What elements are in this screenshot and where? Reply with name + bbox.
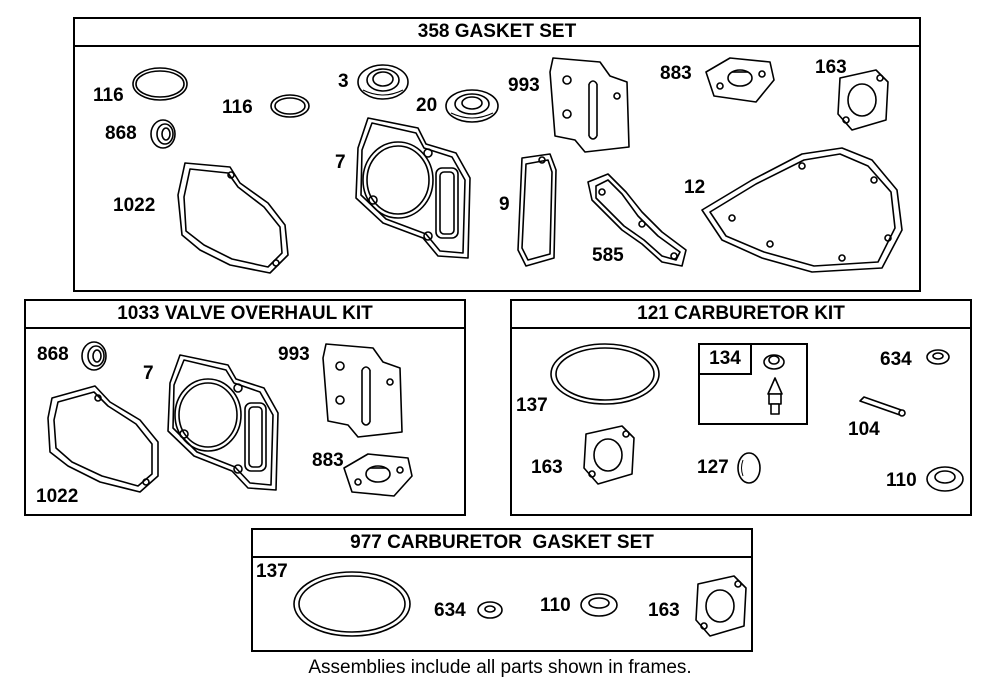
footer-note: Assemblies include all parts shown in fr… [308,657,692,678]
part-label-993: 993 [278,344,310,365]
part-label-116a: 116 [93,85,124,106]
part-label-993: 993 [508,75,540,96]
o-ring-116-large [132,67,188,101]
cover-gasket-1022 [47,385,159,493]
oil-seal-20 [445,89,499,123]
part-label-868: 868 [105,123,137,144]
gasket-set-frame: 358 GASKET SET [73,17,921,292]
needle-valve-seat [763,354,785,370]
pin-104 [859,396,906,417]
washer-634 [477,601,503,619]
washer-110 [926,466,964,492]
part-label-585: 585 [592,245,624,266]
carburetor-plate-883 [705,57,775,103]
part-label-20: 20 [416,95,438,116]
part-label-883: 883 [312,450,344,471]
part-label-868: 868 [37,344,69,365]
o-ring-137 [550,343,660,405]
part-label-110: 110 [540,595,571,616]
part-label-7: 7 [335,152,346,173]
part-label-163: 163 [648,600,680,621]
valve-seal-868 [150,119,176,149]
part-label-127: 127 [697,457,729,478]
part-label-137: 137 [256,561,288,582]
o-ring-137 [293,571,411,637]
carburetor-gasket-163 [583,425,635,485]
part-label-110: 110 [886,470,917,491]
part-label-163: 163 [815,57,847,78]
needle-valve-kit-box: 134 [698,343,808,425]
part-label-3: 3 [338,71,349,92]
part-label-116b: 116 [222,97,253,118]
carburetor-kit-title: 121 CARBURETOR KIT [512,301,970,329]
part-label-163: 163 [531,457,563,478]
needle-valve [767,377,783,415]
head-gasket-7 [167,354,279,491]
gasket-set-title: 358 GASKET SET [75,19,919,47]
needle-valve-kit-tag: 134 [700,345,752,375]
intake-gasket-585 [587,173,687,267]
part-label-9: 9 [499,194,510,215]
part-label-1022: 1022 [36,486,79,507]
part-label-104: 104 [848,419,880,440]
valve-cover-gasket-9 [517,153,557,267]
cover-gasket-1022 [177,162,289,274]
part-label-12: 12 [684,177,706,198]
part-label-7: 7 [143,363,154,384]
part-label-634: 634 [434,600,466,621]
breather-plate-993 [322,343,403,438]
washer-110 [580,593,618,617]
part-label-1022: 1022 [113,195,156,216]
part-label-137: 137 [516,395,548,416]
carburetor-gasket-163 [837,69,889,131]
crankcase-gasket-12 [701,147,903,273]
washer-634 [926,349,950,365]
carburetor-gasket-set-title: 977 CARBURETOR GASKET SET [253,530,751,558]
valve-seal-868 [81,341,107,371]
o-ring-116-small [270,94,310,118]
carburetor-gasket-163 [695,575,747,637]
welch-plug-127 [737,452,761,484]
breather-plate-993 [549,57,630,153]
head-gasket-7 [355,117,471,259]
part-label-634: 634 [880,349,912,370]
part-label-883: 883 [660,63,692,84]
oil-seal-3 [357,64,409,100]
carburetor-plate-883 [343,453,413,497]
valve-overhaul-kit-title: 1033 VALVE OVERHAUL KIT [26,301,464,329]
